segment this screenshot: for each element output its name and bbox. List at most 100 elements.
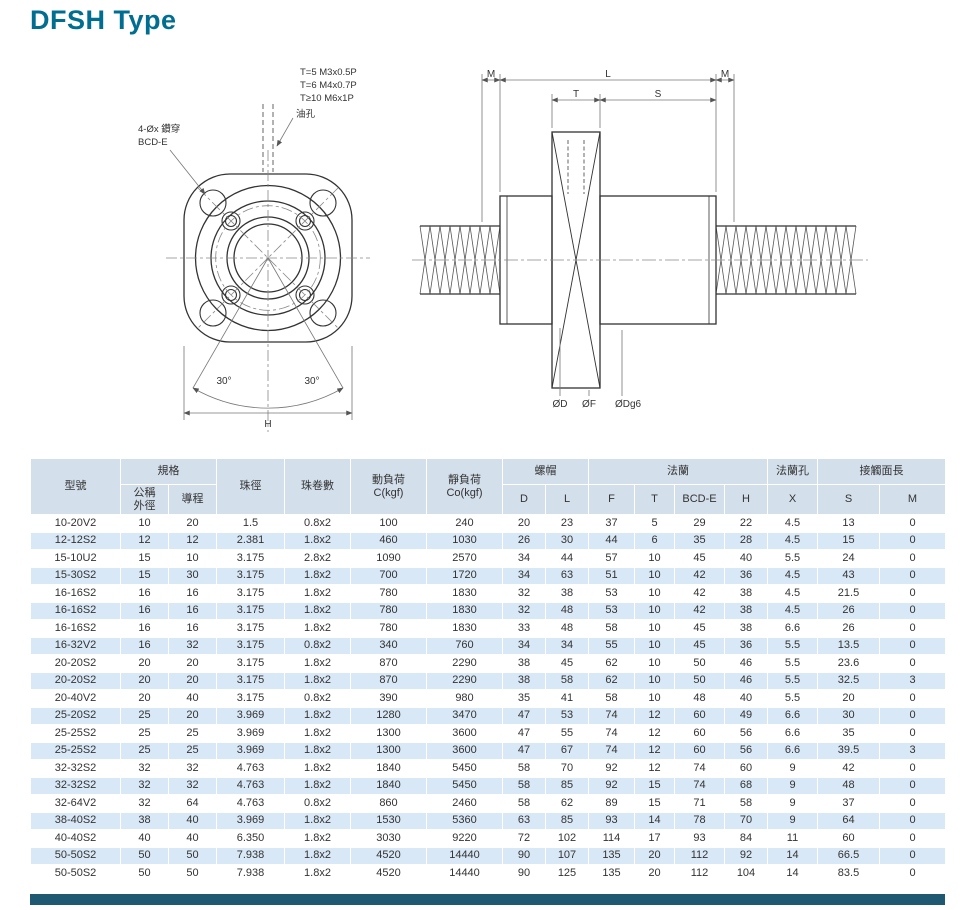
table-cell: 92 (588, 776, 635, 795)
table-cell: 48 (545, 601, 589, 620)
table-cell: 57 (588, 549, 635, 568)
table-cell: 48 (817, 776, 880, 795)
table-cell: 25-25S2 (30, 724, 121, 743)
table-cell: 125 (545, 864, 589, 883)
table-cell: 60 (674, 706, 725, 725)
drill-note-line1: 4-Øx 鑽穿 (138, 123, 180, 135)
table-cell: 32 (168, 636, 217, 655)
header-row-groups: 型號 規格 珠徑 珠卷數 動負荷 C(kgf) 靜負荷 Co(kgf) 螺帽 法… (30, 458, 946, 515)
table-cell: 49 (724, 706, 768, 725)
table-cell: 1280 (350, 706, 427, 725)
table-cell: 64 (168, 794, 217, 813)
table-cell: 38 (120, 811, 169, 830)
table-cell: 20-20S2 (30, 671, 121, 690)
table-cell: 60 (817, 829, 880, 848)
table-cell: 32.5 (817, 671, 880, 690)
table-cell: 32 (120, 776, 169, 795)
col-group-nut: 螺帽 (502, 458, 589, 485)
table-cell: 1.8x2 (284, 706, 351, 725)
table-cell: 24 (817, 549, 880, 568)
table-cell: 4.763 (216, 759, 285, 778)
table-cell: 0 (879, 724, 946, 743)
table-cell: 1030 (426, 531, 503, 550)
angle-label-left: 30° (216, 376, 231, 387)
table-cell: 10 (634, 636, 675, 655)
table-cell: 58 (545, 671, 589, 690)
table-cell: 1.8x2 (284, 671, 351, 690)
table-cell: 72 (502, 829, 546, 848)
table-cell: 10 (634, 689, 675, 708)
table-cell: 9220 (426, 829, 503, 848)
table-cell: 93 (674, 829, 725, 848)
table-cell: 1.5 (216, 514, 285, 533)
table-cell: 10 (634, 549, 675, 568)
dim-label-l: L (605, 69, 611, 80)
table-cell: 20 (634, 864, 675, 883)
table-cell: 58 (588, 689, 635, 708)
dia-label-dg6: ØDg6 (615, 399, 642, 410)
col-t: T (634, 484, 675, 515)
table-cell: 71 (674, 794, 725, 813)
table-cell: 2460 (426, 794, 503, 813)
table-cell: 58 (502, 776, 546, 795)
table-cell: 47 (502, 706, 546, 725)
table-cell: 42 (674, 584, 725, 603)
table-cell: 50-50S2 (30, 864, 121, 883)
table-cell: 28 (724, 531, 768, 550)
table-cell: 15 (817, 531, 880, 550)
table-cell: 40 (724, 689, 768, 708)
oil-hole-lines (262, 104, 274, 172)
table-cell: 0 (879, 549, 946, 568)
tapped-holes (221, 211, 315, 305)
table-cell: 25 (168, 741, 217, 760)
table-cell: 20 (168, 654, 217, 673)
table-cell: 42 (674, 601, 725, 620)
table-cell: 44 (545, 549, 589, 568)
table-cell: 42 (674, 566, 725, 585)
table-cell: 5.5 (767, 671, 818, 690)
table-cell: 4.5 (767, 531, 818, 550)
table-cell: 32-64V2 (30, 794, 121, 813)
table-cell: 32 (502, 584, 546, 603)
table-cell: 58 (588, 619, 635, 638)
table-cell: 74 (674, 759, 725, 778)
table-cell: 85 (545, 776, 589, 795)
table-cell: 50 (674, 671, 725, 690)
table-cell: 38-40S2 (30, 811, 121, 830)
table-cell: 37 (588, 514, 635, 533)
table-cell: 12 (634, 741, 675, 760)
table-cell: 70 (545, 759, 589, 778)
col-l: L (545, 484, 589, 515)
col-f: F (588, 484, 635, 515)
table-cell: 90 (502, 864, 546, 883)
table-cell: 1.8x2 (284, 811, 351, 830)
table-cell: 6 (634, 531, 675, 550)
table-cell: 26 (502, 531, 546, 550)
table-cell: 12-12S2 (30, 531, 121, 550)
table-cell: 16-16S2 (30, 584, 121, 603)
table-cell: 60 (674, 724, 725, 743)
table-cell: 9 (767, 794, 818, 813)
table-cell: 3.969 (216, 811, 285, 830)
table-cell: 40-40S2 (30, 829, 121, 848)
col-lead: 導程 (168, 484, 217, 515)
table-cell: 90 (502, 846, 546, 865)
table-cell: 50 (168, 846, 217, 865)
table-cell: 4.763 (216, 794, 285, 813)
table-cell: 45 (674, 619, 725, 638)
table-cell: 25-20S2 (30, 706, 121, 725)
table-footer-bar (30, 894, 945, 905)
table-cell: 34 (502, 566, 546, 585)
table-cell: 4.5 (767, 584, 818, 603)
table-cell: 47 (502, 741, 546, 760)
table-cell: 3.969 (216, 741, 285, 760)
table-cell: 10 (120, 514, 169, 533)
table-cell: 3470 (426, 706, 503, 725)
